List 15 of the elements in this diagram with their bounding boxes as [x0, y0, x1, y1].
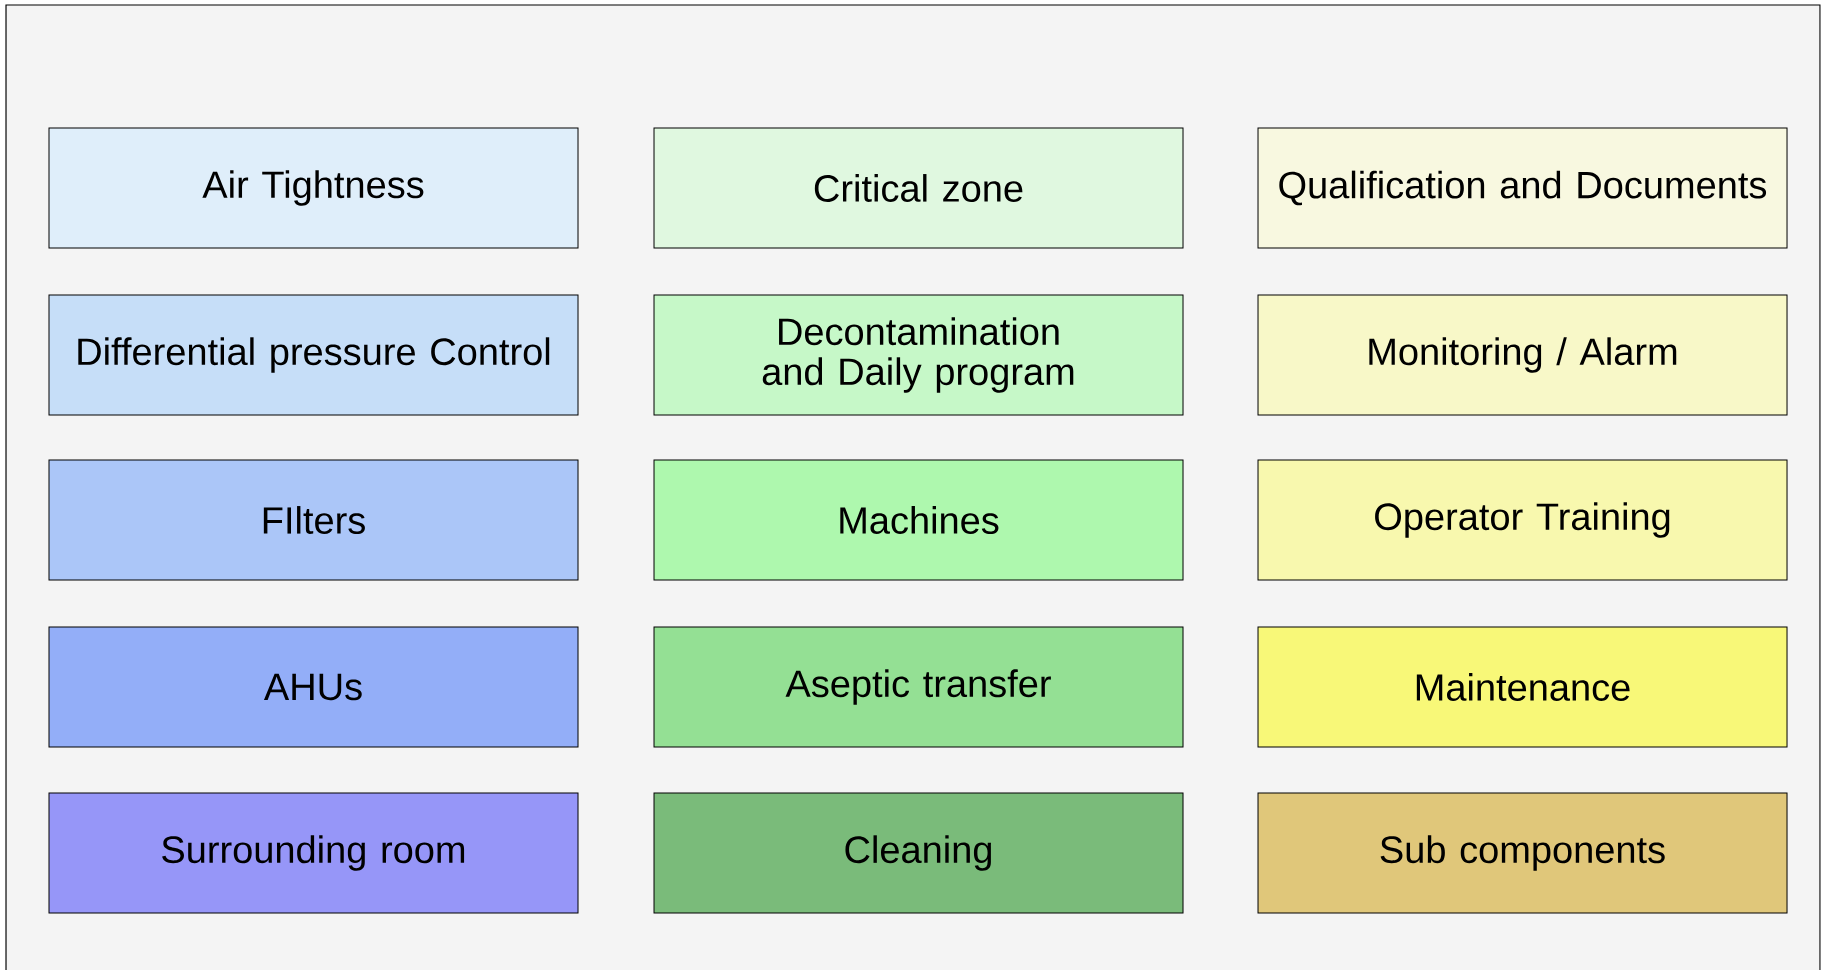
topic-box: Decontamination and Daily program — [653, 294, 1184, 416]
topic-box: Machines — [653, 459, 1184, 581]
topic-box: FIlters — [48, 459, 579, 581]
topic-box: Monitoring / Alarm — [1257, 294, 1788, 416]
topic-box: Operator Training — [1257, 459, 1788, 581]
topic-box: Critical zone — [653, 127, 1184, 249]
topic-box: Aseptic transfer — [653, 626, 1184, 748]
topic-box: Surrounding room — [48, 792, 579, 914]
topic-box: Sub components — [1257, 792, 1788, 914]
topic-box: Differential pressure Control — [48, 294, 579, 416]
topic-box: Maintenance — [1257, 626, 1788, 748]
topic-box: Cleaning — [653, 792, 1184, 914]
topic-box: Qualification and Documents — [1257, 127, 1788, 249]
topic-box: Air Tightness — [48, 127, 579, 249]
topic-box: AHUs — [48, 626, 579, 748]
